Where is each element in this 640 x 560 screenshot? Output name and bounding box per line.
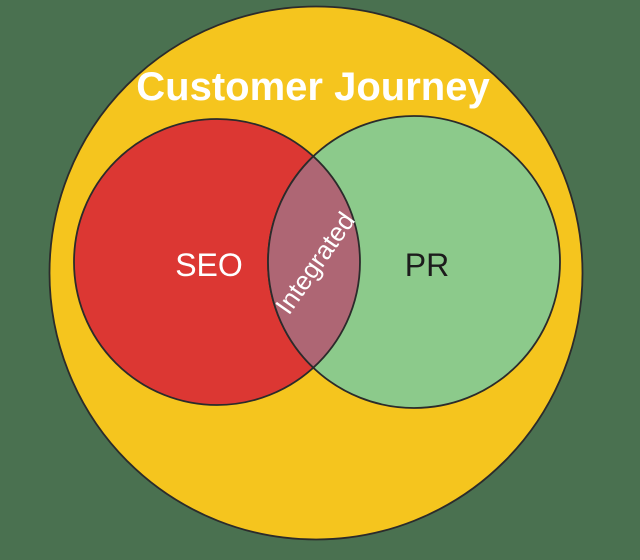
customer-journey-title: Customer Journey — [136, 65, 490, 109]
integrated-overlap-region — [267, 155, 361, 369]
seo-label: SEO — [175, 247, 243, 283]
pr-label: PR — [405, 247, 449, 283]
